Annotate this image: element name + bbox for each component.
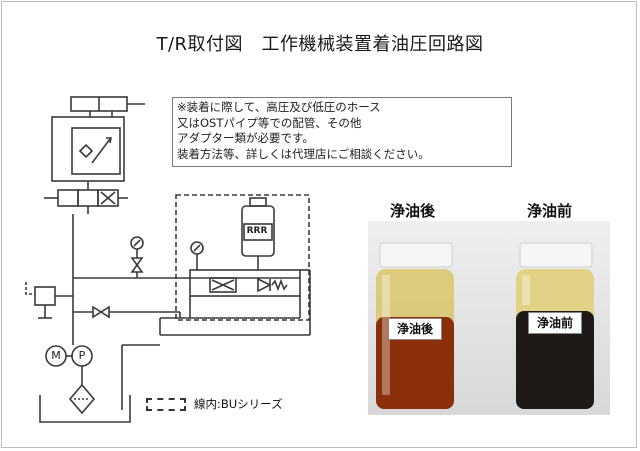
clean-jar-tag: 浄油後 [388, 318, 442, 340]
before-purification-label: 浄油前 [527, 202, 573, 220]
pressure-gauge-left [130, 236, 144, 278]
filter-unit-symbol [241, 197, 275, 270]
pressure-gauge-right [190, 241, 204, 270]
note-line: 装着方法等、詳しくは代理店にご相談ください。 [177, 146, 430, 161]
note-line: ※装着に際して、高圧及び低圧のホース [177, 100, 381, 114]
check-valve-symbol [92, 305, 110, 319]
pump-letter: P [78, 349, 86, 362]
bu-series-boundary [175, 194, 310, 321]
dirty-jar-tag: 浄油前 [528, 312, 582, 334]
dirty-oil-jar [516, 242, 594, 409]
relief-valve-symbol [25, 282, 73, 319]
after-purification-label: 浄油後 [390, 202, 436, 220]
installation-note: ※装着に際して、高圧及び低圧のホース 又はOSTパイプ等での配管、その他 アダプ… [172, 97, 512, 167]
legend: 線内:BUシリーズ [146, 396, 283, 412]
internal-check-valve [257, 277, 288, 293]
legend-text: 線内:BUシリーズ [194, 397, 283, 411]
directional-valve-symbol [44, 181, 128, 214]
filter-logo: RRR [246, 226, 268, 236]
valve-block-symbol [51, 111, 125, 182]
hydraulic-cylinder-symbol [70, 96, 145, 112]
strainer-symbol [68, 383, 96, 415]
page-title: T/R取付図 工作機械装置着油圧回路図 [156, 34, 484, 55]
dashed-box-swatch [146, 398, 186, 411]
oil-tank-symbol [39, 395, 131, 423]
motor-letter: M [51, 349, 61, 362]
note-line: 又はOSTパイプ等での配管、その他 [177, 115, 362, 130]
note-line: アダプター類が必要です。 [177, 131, 314, 145]
